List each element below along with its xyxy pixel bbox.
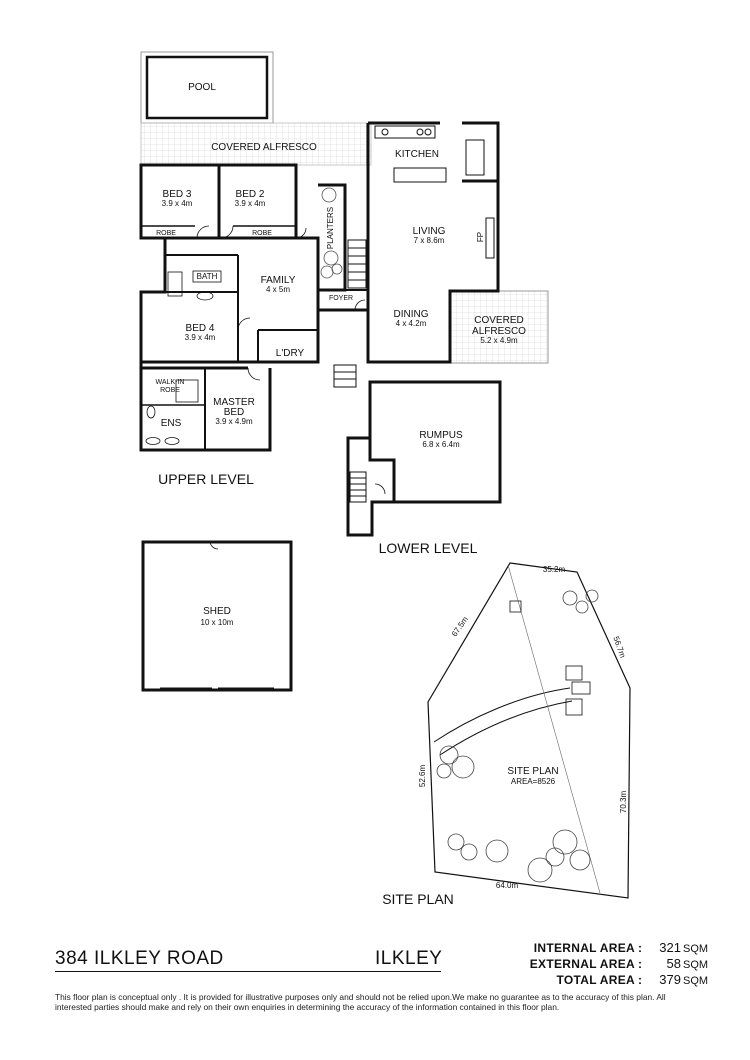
door-swings	[196, 225, 386, 550]
rumpus-size: 6.8 x 6.4m	[422, 440, 460, 449]
site-edge-left-bottom: 52.6m	[418, 765, 427, 788]
upper-level-walls	[139, 121, 500, 452]
bed3-label: BED 3	[163, 189, 192, 200]
site-plan-trees	[436, 589, 599, 883]
shed-size: 10 x 10m	[201, 618, 234, 627]
bath-label: BATH	[197, 272, 218, 281]
internal-area-row: INTERNAL AREA: 321 SQM	[520, 940, 713, 956]
disclaimer-text: This floor plan is conceptual only . It …	[55, 992, 666, 1012]
site-edge-right-bottom: 70.3m	[619, 791, 628, 814]
internal-area-value: 321	[659, 940, 681, 955]
stairs	[333, 239, 367, 503]
upper-level-title: UPPER LEVEL	[158, 471, 254, 487]
walkin-label-1: WALK-IN	[156, 379, 185, 386]
internal-area-label: INTERNAL AREA	[533, 941, 635, 955]
area-summary: INTERNAL AREA: 321 SQM EXTERNAL AREA: 58…	[520, 940, 713, 988]
kitchen-fixtures	[374, 125, 495, 259]
covered-alfresco-side-label-1: COVERED	[474, 315, 523, 326]
lower-level-title: LOWER LEVEL	[379, 540, 478, 556]
covered-alfresco-side-label-2: ALFRESCO	[472, 326, 526, 337]
external-area-label: EXTERNAL AREA	[529, 957, 635, 971]
family-label: FAMILY	[261, 275, 296, 286]
floor-plan-drawing: POOL COVERED ALFRESCO KITCHEN BED 3 3.9 …	[139, 51, 631, 907]
kitchen-label: KITCHEN	[395, 149, 439, 160]
footer-rule	[55, 971, 441, 972]
bed3-size: 3.9 x 4m	[162, 199, 193, 208]
site-edge-right-top: 56.7m	[611, 635, 627, 659]
site-plan-title: SITE PLAN	[382, 891, 454, 907]
planters-label: PLANTERS	[326, 207, 335, 249]
rumpus-label: RUMPUS	[419, 430, 463, 441]
planter-plants	[320, 187, 343, 279]
living-label: LIVING	[413, 226, 446, 237]
bed2-size: 3.9 x 4m	[235, 199, 266, 208]
bathroom-fixtures	[145, 271, 214, 445]
site-edge-bottom: 64.0m	[496, 881, 519, 890]
robe-label-2: ROBE	[252, 230, 272, 237]
property-address: 384 ILKLEY ROAD	[55, 948, 224, 969]
dining-label: DINING	[394, 309, 429, 320]
site-plan-inner-title: SITE PLAN	[507, 766, 558, 777]
dining-size: 4 x 4.2m	[396, 319, 427, 328]
bed4-size: 3.9 x 4m	[185, 333, 216, 342]
master-label-2: BED	[224, 407, 245, 418]
total-area-label: TOTAL AREA	[556, 973, 635, 987]
robe-label-1: ROBE	[156, 230, 176, 237]
bed4-label: BED 4	[186, 323, 215, 334]
living-size: 7 x 8.6m	[414, 236, 445, 245]
site-area-label: AREA=8526	[511, 777, 556, 786]
master-size: 3.9 x 4.9m	[215, 417, 253, 426]
covered-alfresco-top	[140, 122, 372, 166]
site-edge-top: 35.2m	[543, 565, 566, 574]
covered-alfresco-side-size: 5.2 x 4.9m	[480, 336, 518, 345]
lower-level-walls	[346, 380, 502, 537]
total-area-row: TOTAL AREA: 379 SQM	[520, 972, 713, 988]
foyer-label: FOYER	[329, 295, 353, 302]
family-size: 4 x 5m	[266, 285, 290, 294]
total-area-value: 379	[659, 972, 681, 987]
covered-alfresco-label: COVERED ALFRESCO	[211, 142, 317, 153]
ens-label: ENS	[161, 418, 182, 429]
bed2-label: BED 2	[236, 189, 265, 200]
external-area-value: 58	[666, 956, 681, 971]
shed	[141, 540, 293, 692]
master-label-1: MASTER	[213, 397, 255, 408]
total-area-unit: SQM	[683, 975, 709, 987]
walkin-label-2: ROBE	[160, 387, 180, 394]
fp-label: FP	[476, 232, 485, 242]
external-area-row: EXTERNAL AREA: 58 SQM	[520, 956, 713, 972]
shed-label: SHED	[203, 606, 231, 617]
laundry-label: L'DRY	[276, 348, 305, 359]
pool-label: POOL	[188, 82, 216, 93]
external-area-unit: SQM	[683, 959, 709, 971]
property-suburb: ILKLEY	[375, 948, 443, 969]
internal-area-unit: SQM	[683, 943, 709, 955]
site-plan-outline	[427, 562, 631, 899]
